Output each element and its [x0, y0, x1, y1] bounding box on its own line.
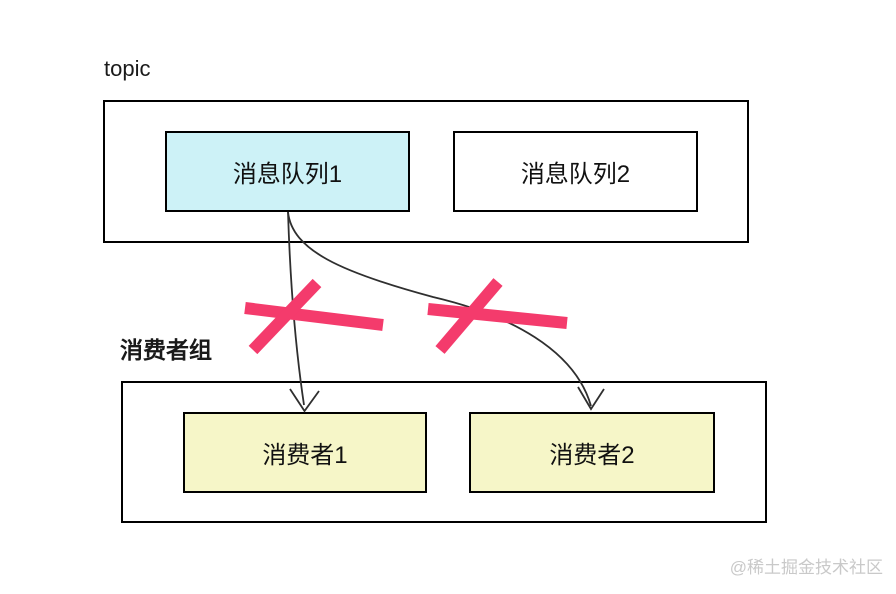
consumer-2-box: 消费者2 [469, 412, 715, 493]
consumer-2-label: 消费者2 [549, 442, 635, 469]
cross-right-stroke-steep [435, 278, 503, 354]
consumer-1-label: 消费者1 [262, 442, 348, 469]
queue-1-box: 消息队列1 [165, 131, 410, 212]
cross-left-stroke-shallow [244, 302, 384, 331]
consumer-group-label: 消费者组 [120, 337, 212, 363]
cross-left-stroke-steep [248, 278, 322, 355]
topic-label: topic [104, 56, 151, 81]
watermark-text: @稀土掘金技术社区 [729, 558, 883, 577]
cross-right-stroke-shallow [427, 303, 568, 329]
queue-2-box: 消息队列2 [453, 131, 698, 212]
cross-out-right-icon [427, 278, 568, 354]
cross-out-left-icon [244, 278, 384, 355]
queue-2-label: 消息队列2 [520, 161, 631, 188]
queue-1-label: 消息队列1 [232, 161, 343, 188]
consumer-1-box: 消费者1 [183, 412, 427, 493]
